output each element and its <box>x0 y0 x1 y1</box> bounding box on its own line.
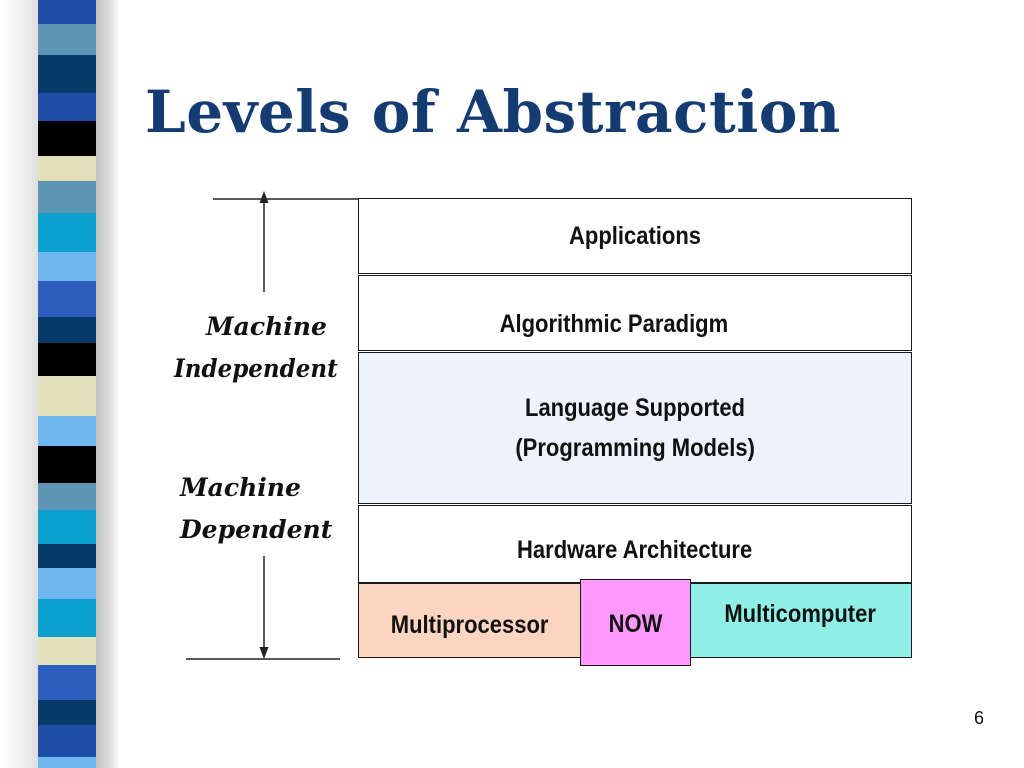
layer-algorithmic-paradigm: Algorithmic Paradigm <box>358 275 912 351</box>
layer-label-applications: Applications <box>568 222 701 250</box>
label-machine-dependent-line1: Machine <box>180 473 301 502</box>
stripe-segment <box>38 725 96 757</box>
layer-label-language-supported: Language Supported <box>525 394 745 422</box>
stripe-segment <box>38 665 96 700</box>
label-machine-independent-line2: Independent <box>174 354 338 383</box>
stripe-segment <box>38 637 96 665</box>
stripe-segment <box>38 93 96 121</box>
stripe-segment <box>38 121 96 156</box>
stripe-color-band <box>38 0 96 768</box>
variant-multiprocessor: Multiprocessor <box>358 583 582 658</box>
stripe-segment <box>38 446 96 483</box>
up-arrow-head <box>259 191 269 203</box>
label-machine-dependent-line2: Dependent <box>180 515 333 544</box>
label-machine-dependent: Machine Dependent <box>180 467 332 551</box>
variant-multicomputer: Multicomputer <box>689 583 912 658</box>
slide-title: Levels of Abstraction <box>145 78 841 146</box>
variant-label-multicomputer: Multicomputer <box>724 600 877 628</box>
label-machine-independent: Machine Independent <box>174 306 352 390</box>
stripe-segment <box>38 252 96 281</box>
stripe-segment <box>38 700 96 725</box>
stripe-segment <box>38 510 96 544</box>
stripe-segment <box>38 156 96 181</box>
stripe-segment <box>38 568 96 599</box>
stripe-segment <box>38 376 96 416</box>
stripe-segment <box>38 24 96 55</box>
stripe-segment <box>38 0 96 24</box>
layer-hardware-architecture: Hardware Architecture <box>358 505 912 583</box>
stripe-segment <box>38 599 96 637</box>
stripe-segment <box>38 281 96 317</box>
stripe-segment <box>38 416 96 446</box>
stripe-segment <box>38 213 96 252</box>
stripe-segment <box>38 317 96 343</box>
variant-label-now: NOW <box>608 609 663 638</box>
decorative-side-stripe <box>0 0 120 768</box>
layer-language-supported: Language Supported (Programming Models) <box>358 352 912 504</box>
layer-label-algorithmic-paradigm: Algorithmic Paradigm <box>499 310 729 338</box>
down-arrow-head <box>259 647 269 659</box>
variant-now: NOW <box>580 579 691 666</box>
stripe-segment <box>38 757 96 768</box>
label-machine-independent-line1: Machine <box>206 312 327 341</box>
stripe-segment <box>38 181 96 213</box>
layer-label-programming-models: (Programming Models) <box>515 434 755 462</box>
stripe-segment <box>38 483 96 510</box>
stripe-segment <box>38 544 96 568</box>
stripe-segment <box>38 343 96 376</box>
variant-label-multiprocessor: Multiprocessor <box>391 611 549 639</box>
layer-label-hardware-architecture: Hardware Architecture <box>517 536 753 564</box>
layer-applications: Applications <box>358 198 912 274</box>
stripe-segment <box>38 55 96 93</box>
page-number: 6 <box>974 708 985 728</box>
